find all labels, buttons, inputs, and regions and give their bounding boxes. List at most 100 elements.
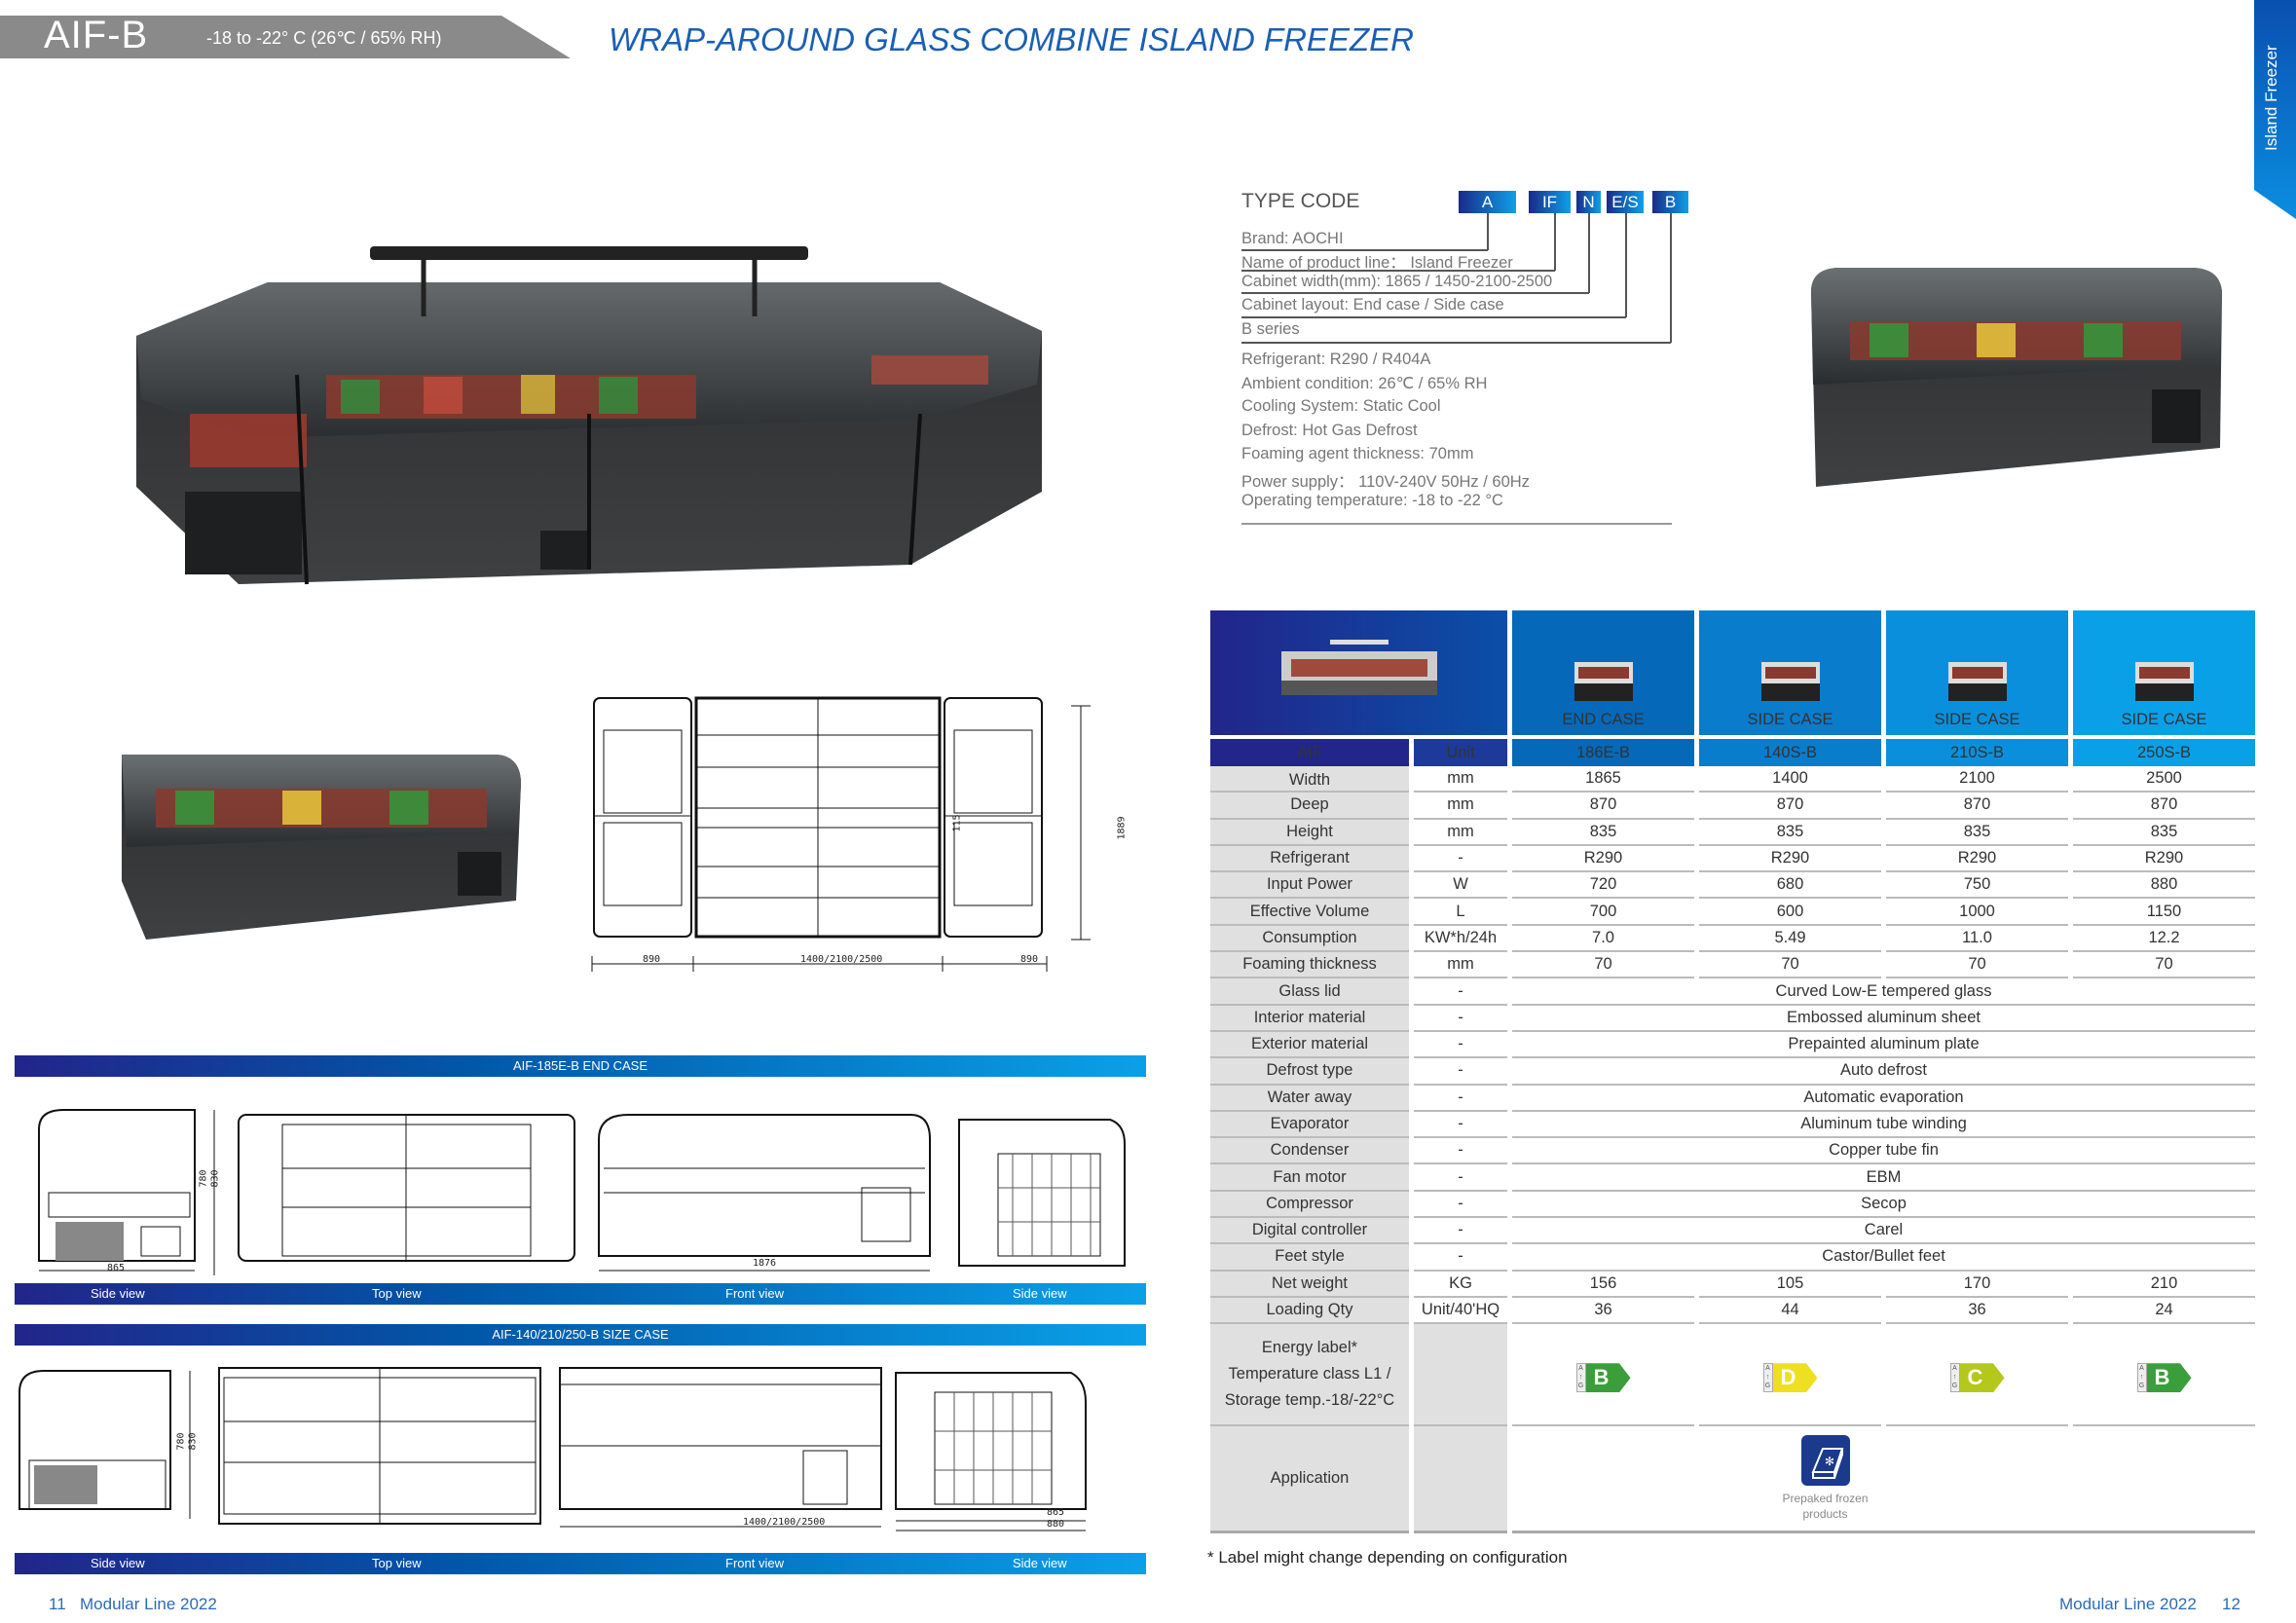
unit-header: Unit: [1414, 735, 1507, 766]
case-thumb: [1574, 662, 1633, 701]
row-value-merged: Automatic evaporation: [1512, 1086, 2255, 1112]
side-dim-d2: 880: [1047, 1519, 1065, 1530]
type-code-width: N: [1576, 191, 1601, 213]
row-unit: -: [1414, 1112, 1507, 1139]
row-label: Compressor: [1210, 1191, 1409, 1219]
type-code-heading: TYPE CODE: [1241, 190, 1360, 212]
energy-unit: [1414, 1324, 1507, 1427]
scale-mark: G: [2138, 1383, 2145, 1390]
row-value: 210: [2073, 1272, 2255, 1298]
row-label: Digital controller: [1210, 1218, 1409, 1245]
row-label: Fan motor: [1210, 1164, 1409, 1192]
row-value: R290: [2073, 846, 2255, 873]
row-unit: mm: [1414, 952, 1507, 979]
row-value-merged: Copper tube fin: [1512, 1138, 2255, 1165]
row-unit: KG: [1414, 1272, 1507, 1298]
model-header: 140S-B: [1699, 735, 1881, 766]
energy-label-text: Temperature class L1 /: [1228, 1365, 1391, 1383]
row-value: 1150: [2073, 899, 2255, 926]
energy-scale-icon: A↑G: [1949, 1363, 1960, 1393]
scale-mark: G: [1577, 1383, 1584, 1390]
row-value: 7.0: [1512, 926, 1694, 953]
side-dim-d1: 865: [1047, 1507, 1065, 1518]
side-dim-h2: 830: [187, 1432, 199, 1451]
row-label: Width: [1210, 766, 1409, 793]
energy-label-text: Energy label*: [1261, 1339, 1358, 1357]
row-value: 1000: [1886, 899, 2068, 926]
application-caption: Prepaked frozen: [1782, 1492, 1869, 1506]
dim-gap: 115: [951, 814, 963, 832]
spec-line: Foaming agent thickness: 70mm: [1241, 444, 1474, 462]
row-value: 870: [1699, 793, 1881, 820]
row-value: 36: [1512, 1298, 1694, 1325]
table-row: Digital controller-Carel: [1210, 1218, 2255, 1245]
row-value: 1400: [1699, 766, 1881, 793]
row-value: 70: [2073, 952, 2255, 979]
row-value-merged: Auto defrost: [1512, 1058, 2255, 1086]
side-tab-label: Island Freezer: [2262, 45, 2280, 151]
row-value: 835: [2073, 820, 2255, 846]
row-unit: -: [1414, 1058, 1507, 1086]
dim-depth: 1889: [1116, 816, 1128, 840]
row-unit: KW*h/24h: [1414, 926, 1507, 953]
row-value: R290: [1699, 846, 1881, 873]
type-code-line: IF: [1529, 191, 1571, 213]
row-label: Evaporator: [1210, 1111, 1409, 1139]
row-value: 700: [1512, 899, 1694, 926]
row-value: 750: [1886, 872, 2068, 900]
view-label: Side view: [1013, 1286, 1067, 1301]
scale-mark: ↑: [1578, 1374, 1583, 1382]
row-value: 1865: [1512, 766, 1694, 793]
model-banner: [0, 16, 571, 58]
row-value: 680: [1699, 872, 1881, 900]
scale-mark: ↑: [1765, 1374, 1770, 1382]
row-unit: -: [1414, 1164, 1507, 1192]
scale-mark: G: [1764, 1383, 1771, 1390]
temperature-range: -18 to -22° C (26℃ / 65% RH): [206, 28, 442, 48]
side-product-image: [1811, 268, 2222, 487]
type-legend-series: B series: [1241, 320, 1300, 338]
row-unit: mm: [1414, 793, 1507, 820]
column-header-image: SIDE CASE: [2073, 610, 2255, 735]
row-label: Input Power: [1210, 872, 1409, 900]
row-value: 835: [1512, 820, 1694, 846]
spec-line: Power supply： 110V-240V 50Hz / 60Hz: [1241, 473, 1530, 491]
energy-scale-icon: A↑G: [1575, 1363, 1586, 1393]
row-value-merged: Castor/Bullet feet: [1512, 1244, 2255, 1272]
model-header: 250S-B: [2073, 735, 2255, 766]
row-value: 600: [1699, 899, 1881, 926]
row-label: Refrigerant: [1210, 845, 1409, 873]
view-label: Top view: [372, 1556, 422, 1570]
spec-line: Ambient condition: 26℃ / 65% RH: [1241, 375, 1488, 393]
row-value: 835: [1886, 820, 2068, 846]
end-dim-h1: 780: [198, 1169, 209, 1188]
column-header-image: SIDE CASE: [1699, 610, 1881, 735]
frozen-box-icon: ✻: [1800, 1435, 1850, 1487]
aif-product-thumb: [1280, 639, 1437, 695]
row-value: 44: [1699, 1298, 1881, 1325]
model-header: 186E-B: [1512, 735, 1694, 766]
row-value: 2100: [1886, 766, 2068, 793]
row-label: Defrost type: [1210, 1058, 1409, 1086]
energy-class-arrow: B: [1585, 1363, 1631, 1393]
row-label: Effective Volume: [1210, 899, 1409, 926]
row-value-merged: Carel: [1512, 1218, 2255, 1245]
energy-class-arrow: B: [2146, 1363, 2192, 1393]
spec-line: Operating temperature: -18 to -22 °C: [1241, 492, 1503, 510]
right-footer-text: Modular Line 2022: [2059, 1595, 2197, 1613]
row-unit: mm: [1414, 766, 1507, 793]
type-legend-layout: Cabinet layout: End case / Side case: [1241, 296, 1504, 314]
row-value: 12.2: [2073, 926, 2255, 953]
row-label: Feet style: [1210, 1244, 1409, 1272]
end-dim-h2: 830: [209, 1169, 221, 1188]
